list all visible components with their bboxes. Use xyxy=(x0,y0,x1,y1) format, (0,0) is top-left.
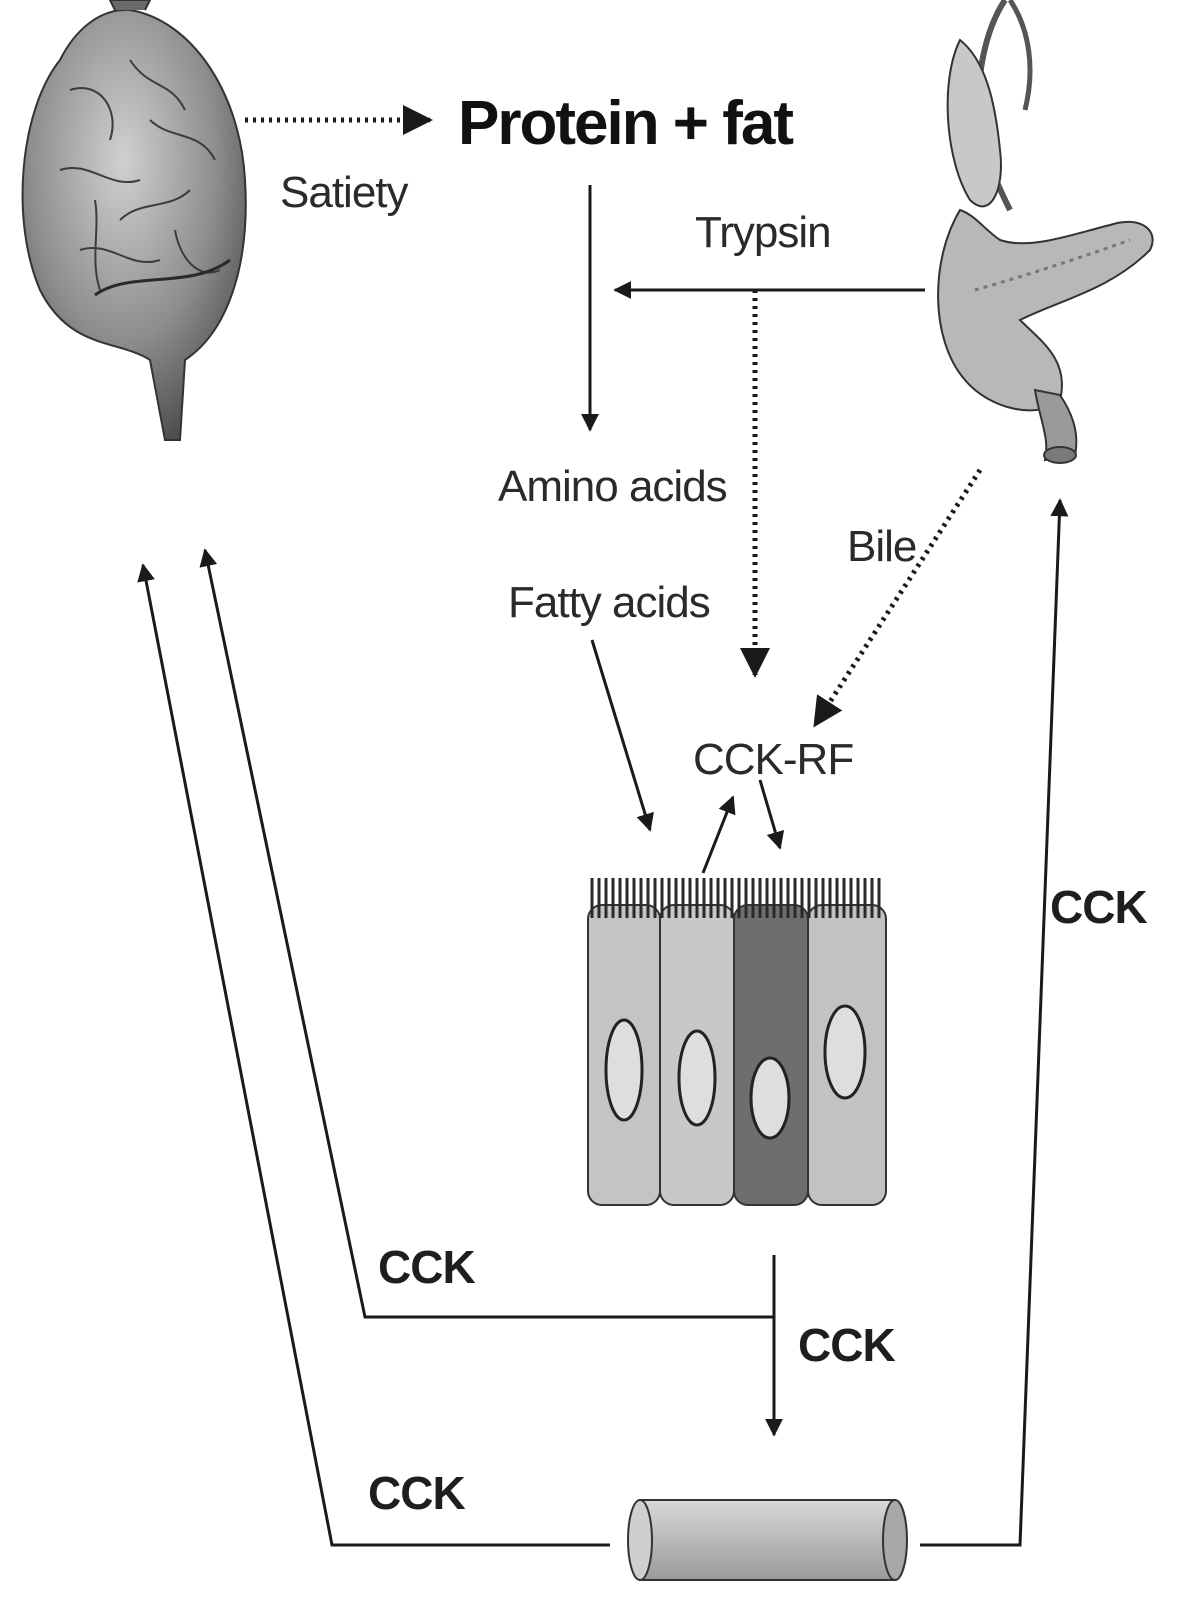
pancreas-gallbladder-icon xyxy=(937,0,1154,464)
satiety-label: Satiety xyxy=(280,168,409,217)
cck-upper-left-label: CCK xyxy=(378,1241,476,1293)
cckrf-to-cells-arrow xyxy=(758,779,785,850)
cck-to-brain-upper-path xyxy=(199,548,774,1319)
protein-fat-label: Protein + fat xyxy=(458,89,794,158)
trypsin-label: Trypsin xyxy=(695,208,832,257)
bile-label: Bile xyxy=(847,522,917,571)
cck-to-brain-lower-path xyxy=(137,563,610,1547)
cck-center-label: CCK xyxy=(798,1319,896,1371)
brain-icon xyxy=(21,0,247,441)
cck-right-label: CCK xyxy=(1050,881,1148,933)
blood-vessel-icon xyxy=(627,1499,908,1581)
fatty-acids-label: Fatty acids xyxy=(508,578,711,627)
cells-to-cckrf-arrow xyxy=(701,795,736,874)
amino-acids-label: Amino acids xyxy=(498,462,728,511)
cck-to-pancreas-path xyxy=(920,498,1069,1547)
cck-rf-label: CCK-RF xyxy=(693,735,854,784)
bile-arrow xyxy=(812,468,983,728)
fatty-acids-arrow xyxy=(590,639,654,832)
cck-lower-left-label: CCK xyxy=(368,1467,466,1519)
microvilli xyxy=(590,878,881,918)
intestinal-cells-icon xyxy=(587,878,887,1206)
